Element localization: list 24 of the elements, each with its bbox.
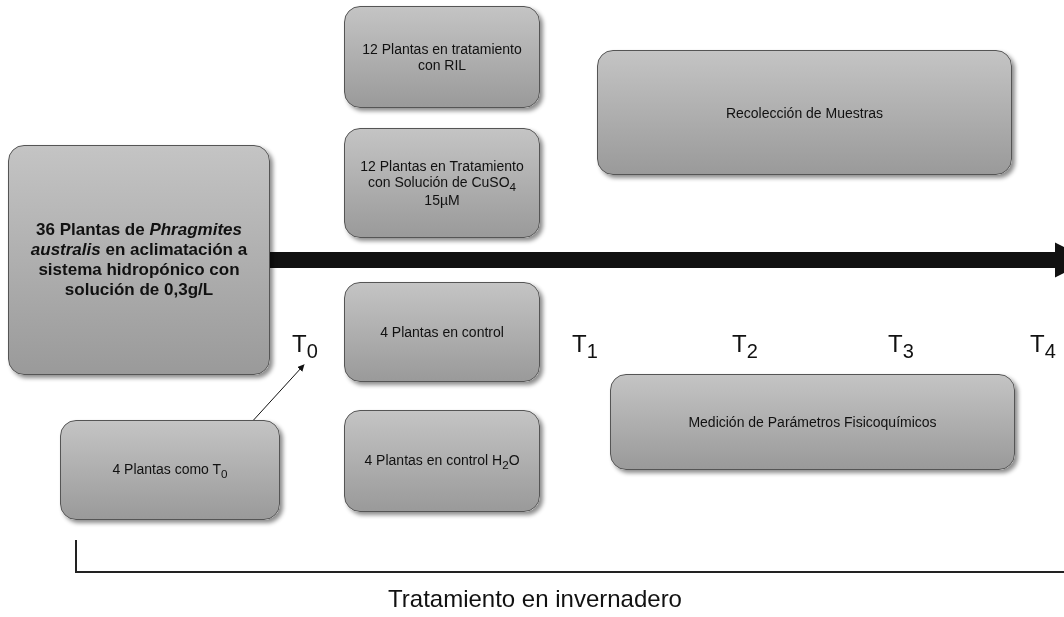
process-box [597,50,1012,175]
time-point: T$_{4}$ [1030,330,1056,363]
box-text: 12 Plantas en Tratamiento con Solución de CuSO$_{4}$ 15µM [359,157,525,209]
time-point: T$_{0}$ [292,330,318,363]
time-point: T$_{2}$ [732,330,758,363]
process-box [344,410,540,512]
timeline-arrow [270,242,1064,278]
process-box [610,374,1015,470]
time-point: T$_{1}$ [572,330,598,363]
box-text: 4 Plantas en control [380,324,504,340]
box-text: Medición de Parámetros Fisicoquímicos [688,414,937,430]
process-box [344,282,540,382]
process-box [8,145,270,375]
process-box [344,128,540,238]
box-text: 4 Plantas como T$_{0}$ [112,460,228,480]
box-text: Recolección de Muestras [725,104,884,121]
box-text: 4 Plantas en control H$_{2}$O [364,451,520,471]
process-box [344,6,540,108]
box-text: 12 Plantas en tratamiento con RIL [361,41,523,73]
box-text: 36 Plantas de Phragmites australis en aclimatación a sistema hidropónico con solución de 0,3g/L [29,220,249,300]
process-box [60,420,280,520]
arrow [253,364,305,421]
bracket-caption: Tratamiento en invernadero [388,585,682,613]
time-point: T$_{3}$ [888,330,914,363]
